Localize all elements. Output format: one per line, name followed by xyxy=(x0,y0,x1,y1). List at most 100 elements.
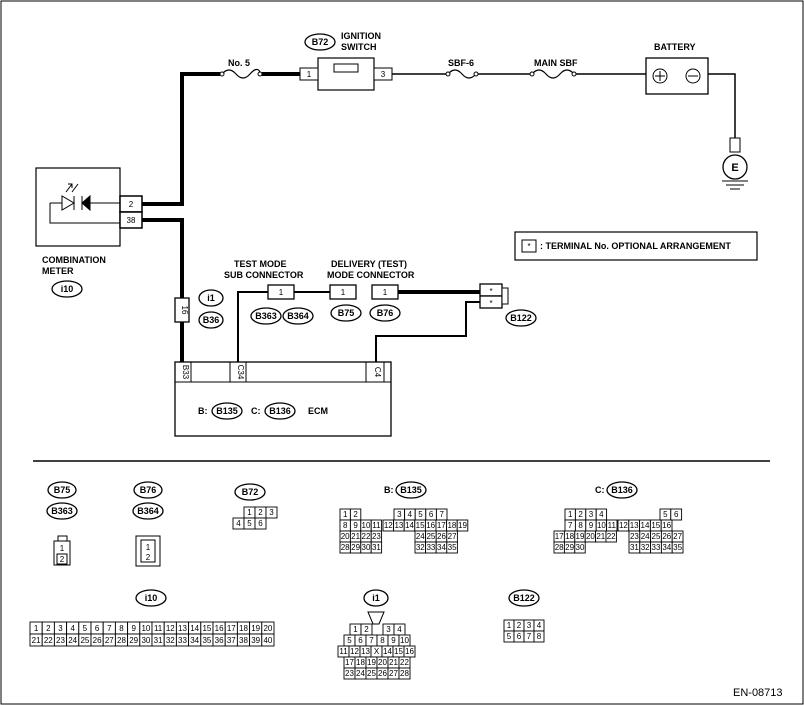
b135-pin-23: 23 xyxy=(372,532,381,541)
i1-pin-X: X xyxy=(374,647,380,656)
b76-pin-2: 2 xyxy=(146,553,151,562)
b136-pin-23: 23 xyxy=(630,532,639,541)
b122-pin-8: 8 xyxy=(537,632,542,641)
b136-pin-16: 16 xyxy=(662,521,671,530)
i10-pin-8: 8 xyxy=(119,624,124,633)
i1-pin-22: 22 xyxy=(400,658,409,667)
i1-pin-2: 2 xyxy=(364,625,369,634)
ecm-prefix-b: B: xyxy=(198,406,208,416)
ground-label: E xyxy=(731,162,738,174)
joint-code-i1: i1 xyxy=(207,293,215,303)
i10-pin-32: 32 xyxy=(166,636,175,645)
delivery-code-b76: B76 xyxy=(377,308,394,318)
b135-pin-25: 25 xyxy=(426,532,435,541)
fuse-no5: No. 5 xyxy=(219,58,263,79)
i10-pin-11: 11 xyxy=(154,624,163,633)
conn-b364-code: B364 xyxy=(137,506,159,516)
b72-pin-1: 1 xyxy=(247,508,252,517)
b136-cell xyxy=(670,508,683,521)
conn-b136-code: B136 xyxy=(611,485,633,495)
b135-pin-29: 29 xyxy=(351,543,360,552)
i10-pin-30: 30 xyxy=(141,636,150,645)
i10-pin-36: 36 xyxy=(215,636,224,645)
i10-pin-14: 14 xyxy=(190,624,199,633)
b136-pin-14: 14 xyxy=(641,521,650,530)
b135-pin-1: 1 xyxy=(343,510,348,519)
conn-b363-code: B363 xyxy=(51,506,73,516)
b135-pin-7: 7 xyxy=(439,510,444,519)
i1-pin-6: 6 xyxy=(358,636,363,645)
b136-cell xyxy=(574,541,586,554)
b72-cell xyxy=(265,506,278,519)
b136-pin-18: 18 xyxy=(565,532,574,541)
delivery-mode-connector: DELIVERY (TEST) MODE CONNECTOR 1 1 B75 B… xyxy=(294,259,480,322)
i1-pin-3: 3 xyxy=(386,625,391,634)
legend: * : TERMINAL No. OPTIONAL ARRANGEMENT xyxy=(514,231,758,261)
i10-pin-25: 25 xyxy=(80,636,89,645)
b136-pin-29: 29 xyxy=(565,543,574,552)
i10-pin-5: 5 xyxy=(83,624,88,633)
ecm-pin-b33: B33 xyxy=(181,365,190,380)
i10-pin-27: 27 xyxy=(105,636,114,645)
i1-pin-23: 23 xyxy=(345,669,354,678)
conn-b75-code: B75 xyxy=(54,485,71,495)
i1-cell xyxy=(398,667,411,680)
i1-pin-18: 18 xyxy=(356,658,365,667)
b135-pin-27: 27 xyxy=(448,532,457,541)
ecm-prefix-c: C: xyxy=(251,406,261,416)
battery-label: BATTERY xyxy=(654,42,696,52)
i10-pin-9: 9 xyxy=(131,624,136,633)
i10-pin-3: 3 xyxy=(58,624,63,633)
ecm-pin-c34: C34 xyxy=(236,365,245,380)
delivery-code-b75: B75 xyxy=(338,308,355,318)
wire-meter-ecm xyxy=(142,218,184,362)
b136-pin-1: 1 xyxy=(568,510,573,519)
b135-pin-32: 32 xyxy=(416,543,425,552)
fuse-main-sbf-label: MAIN SBF xyxy=(534,58,578,68)
figure-code: EN-08713 xyxy=(733,687,783,699)
i10-pin-34: 34 xyxy=(190,636,199,645)
b136-pin-33: 33 xyxy=(652,543,661,552)
b135-pin-30: 30 xyxy=(362,543,371,552)
b136-pin-28: 28 xyxy=(555,543,564,552)
b135-pin-13: 13 xyxy=(394,521,403,530)
ignition-switch-code: B72 xyxy=(312,37,329,47)
b75-pin-1: 1 xyxy=(60,544,65,553)
i1-pin-8: 8 xyxy=(380,636,385,645)
conn-b122-code: B122 xyxy=(513,593,535,603)
b135-pin-31: 31 xyxy=(372,543,381,552)
b136-pin-34: 34 xyxy=(662,543,671,552)
b72-cell xyxy=(254,517,267,530)
b136-pin-4: 4 xyxy=(599,510,604,519)
joint-code-b36: B36 xyxy=(203,315,220,325)
b135-pin-17: 17 xyxy=(437,521,446,530)
i1-pin-11: 11 xyxy=(339,647,348,656)
connector-b75-b363: B75 B363 1 2 xyxy=(46,481,78,566)
conn-i10-code: i10 xyxy=(145,593,158,603)
b122-pin-3: 3 xyxy=(527,621,532,630)
i1-pin-15: 15 xyxy=(394,647,403,656)
b135-pin-5: 5 xyxy=(418,510,423,519)
b136-pin-32: 32 xyxy=(641,543,650,552)
i1-pin-24: 24 xyxy=(356,669,365,678)
i10-pin-19: 19 xyxy=(251,624,260,633)
b135-pin-10: 10 xyxy=(362,521,371,530)
b136-pin-15: 15 xyxy=(651,521,660,530)
b135-pin-4: 4 xyxy=(408,510,413,519)
fuse-main-sbf: MAIN SBF xyxy=(529,58,578,79)
b135-pin-16: 16 xyxy=(426,521,435,530)
b135-pin-2: 2 xyxy=(353,510,358,519)
ignition-pin-3: 3 xyxy=(381,70,386,79)
conn-b136-prefix: C: xyxy=(595,485,605,495)
b135-pin-9: 9 xyxy=(353,521,358,530)
i10-pin-20: 20 xyxy=(263,624,272,633)
legend-symbol: * xyxy=(527,242,530,251)
ignition-switch-label-2: SWITCH xyxy=(341,42,377,52)
b72-pin-5: 5 xyxy=(247,519,252,528)
b136-cell xyxy=(605,530,617,543)
